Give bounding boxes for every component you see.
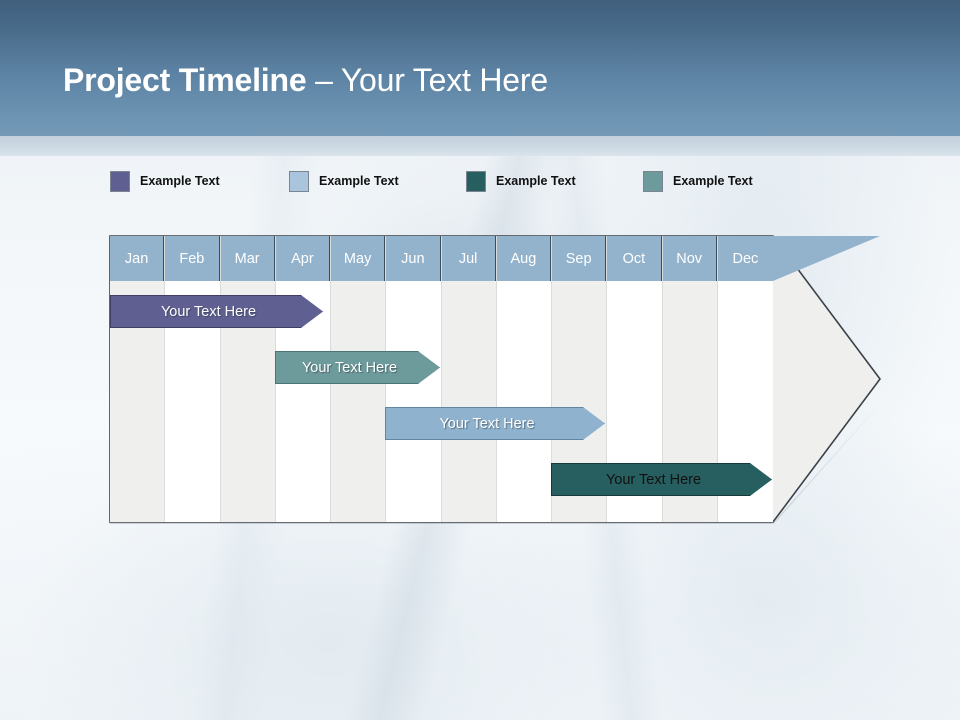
legend-item-3[interactable]: Example Text: [466, 169, 576, 193]
legend-item-4[interactable]: Example Text: [643, 169, 753, 193]
month-header-sep[interactable]: Sep: [552, 236, 607, 281]
legend-swatch-icon: [466, 170, 486, 192]
month-header-jul[interactable]: Jul: [441, 236, 496, 281]
page-title: Project Timeline – Your Text Here: [63, 59, 548, 101]
month-header-nov[interactable]: Nov: [662, 236, 717, 281]
task-bar-1[interactable]: Your Text Here: [110, 295, 323, 328]
page-title-bold: Project Timeline: [63, 62, 307, 98]
legend-swatch-icon: [643, 170, 663, 192]
legend-item-2[interactable]: Example Text: [289, 169, 399, 193]
month-column-mar: Mar: [220, 236, 276, 522]
month-column-jul: Jul: [441, 236, 497, 522]
month-header-dec[interactable]: Dec: [717, 236, 773, 281]
month-header-may[interactable]: May: [331, 236, 386, 281]
legend-item-label: Example Text: [673, 174, 753, 188]
month-header-apr[interactable]: Apr: [275, 236, 330, 281]
task-bar-2[interactable]: Your Text Here: [275, 351, 440, 384]
month-header-oct[interactable]: Oct: [607, 236, 662, 281]
month-header-mar[interactable]: Mar: [220, 236, 275, 281]
month-header-jun[interactable]: Jun: [386, 236, 441, 281]
month-header-feb[interactable]: Feb: [165, 236, 220, 281]
task-bar-label: Your Text Here: [605, 471, 702, 488]
title-banner: [0, 0, 960, 136]
month-header-aug[interactable]: Aug: [496, 236, 551, 281]
legend: Example Text Example Text Example Text Exam…: [110, 169, 810, 193]
task-bar-4[interactable]: Your Text Here: [551, 463, 772, 496]
task-bar-label: Your Text Here: [439, 415, 535, 432]
legend-item-label: Example Text: [140, 174, 220, 188]
legend-item-1[interactable]: Example Text: [110, 169, 220, 193]
legend-item-label: Example Text: [319, 174, 399, 188]
legend-swatch-icon: [289, 170, 309, 192]
task-bar-label: Your Text Here: [301, 359, 398, 376]
month-column-feb: Feb: [165, 236, 221, 522]
task-bar-label: Your Text Here: [160, 303, 257, 320]
legend-swatch-icon: [110, 170, 130, 192]
title-banner-accent-strip: [0, 136, 960, 156]
page-title-light: – Your Text Here: [306, 62, 548, 98]
month-column-jan: Jan: [110, 236, 166, 522]
month-header-jan[interactable]: Jan: [110, 236, 165, 281]
month-column-aug: Aug: [496, 236, 552, 522]
task-bar-3[interactable]: Your Text Here: [385, 407, 605, 440]
legend-item-label: Example Text: [496, 174, 576, 188]
